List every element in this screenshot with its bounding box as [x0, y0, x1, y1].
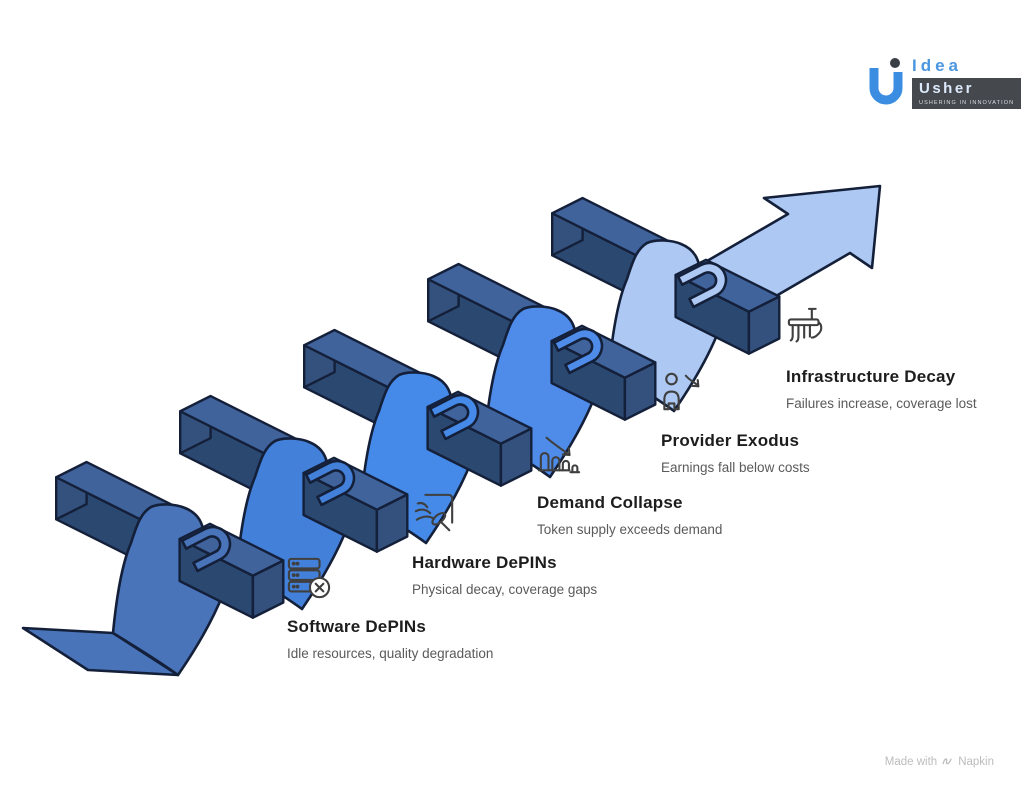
- step-subtitle: Idle resources, quality degradation: [287, 646, 494, 661]
- satellite-dish-icon: [412, 492, 662, 541]
- made-with-napkin-attribution: Made with Napkin: [885, 755, 994, 769]
- step-title: Provider Exodus: [661, 431, 800, 450]
- ribbon-fold-sleeve: [304, 459, 356, 507]
- step-title: Infrastructure Decay: [786, 367, 956, 386]
- step-label-infrastructure-decay: Infrastructure Decay Failures increase, …: [786, 306, 1024, 411]
- step-title: Software DePINs: [287, 617, 427, 636]
- step-subtitle: Token supply exceeds demand: [537, 522, 723, 537]
- idea-usher-monogram-icon: [866, 56, 906, 119]
- ribbon-fold-sleeve: [552, 327, 604, 375]
- person-exit-icon: [661, 370, 911, 419]
- logo-tagline: USHERING IN INNOVATION: [919, 100, 1015, 106]
- step-subtitle: Failures increase, coverage lost: [786, 396, 977, 411]
- step-title: Demand Collapse: [537, 493, 683, 512]
- step-label-hardware-depins: Hardware DePINs Physical decay, coverage…: [412, 492, 662, 597]
- idea-usher-logo: Idea Usher USHERING IN INNOVATION: [866, 56, 1022, 119]
- ribbon-fold-sleeve: [180, 525, 232, 573]
- step-4-block-and-ribbon: [427, 262, 657, 479]
- broken-pier-icon: [786, 306, 1024, 355]
- napkin-logo-icon: [942, 755, 953, 769]
- step-label-software-depins: Software DePINs Idle resources, quality …: [287, 556, 537, 661]
- server-error-icon: [287, 556, 537, 605]
- napkin-brand-label: Napkin: [958, 756, 994, 768]
- step-1-block-and-ribbon: [21, 460, 285, 677]
- step-label-provider-exodus: Provider Exodus Earnings fall below cost…: [661, 370, 911, 475]
- made-with-label: Made with: [884, 756, 938, 768]
- logo-brand-line1: Idea: [912, 56, 963, 75]
- ribbon-fold-sleeve: [676, 261, 728, 309]
- ribbon-fold-sleeve: [428, 393, 480, 441]
- step-label-demand-collapse: Demand Collapse Token supply exceeds dem…: [537, 432, 787, 537]
- declining-chart-icon: [537, 432, 787, 481]
- logo-brand-line2: Usher: [919, 80, 975, 97]
- step-subtitle: Earnings fall below costs: [661, 460, 810, 475]
- step-subtitle: Physical decay, coverage gaps: [412, 582, 598, 597]
- step-title: Hardware DePINs: [412, 553, 557, 572]
